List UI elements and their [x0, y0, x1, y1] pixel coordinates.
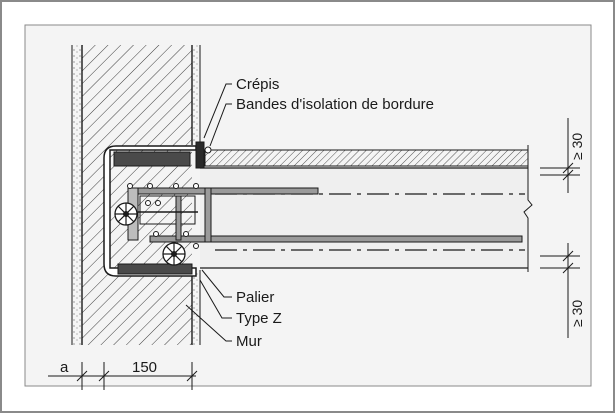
plaster-left — [72, 45, 82, 345]
break-line — [523, 145, 533, 272]
typez-housing — [103, 145, 197, 277]
landing-slab — [200, 168, 528, 268]
bracket-plate — [139, 195, 196, 225]
edge-seal — [204, 146, 212, 154]
label-crepis: Crépis — [236, 76, 279, 93]
bracket-right — [204, 187, 212, 243]
label-palier: Palier — [236, 289, 274, 306]
leader-lines — [185, 83, 232, 342]
label-type-z: Type Z — [236, 310, 282, 327]
insulation-top — [113, 151, 191, 167]
edge-insulation-strip-top — [195, 141, 205, 169]
bracket-mid — [175, 195, 182, 241]
dimension-bottom — [48, 362, 198, 390]
label-bandes: Bandes d'isolation de bordure — [236, 96, 434, 113]
plaster-right-bottom — [192, 270, 200, 345]
screed-layer — [204, 149, 529, 167]
bar-bottom — [149, 235, 523, 243]
fastener-group — [127, 183, 199, 249]
bar-top — [127, 187, 319, 195]
bearing-star-upper — [114, 202, 138, 226]
label-mur: Mur — [236, 333, 262, 350]
insulation-bottom — [117, 263, 193, 275]
dim-a: a — [60, 359, 69, 376]
dim-150: 150 — [132, 359, 157, 376]
dimension-right — [540, 118, 580, 338]
dim-bottom-right: ≥ 30 — [569, 300, 585, 327]
plaster-right-top — [192, 45, 200, 145]
dim-top-right: ≥ 30 — [569, 133, 585, 160]
bearing-star-lower — [162, 242, 186, 266]
